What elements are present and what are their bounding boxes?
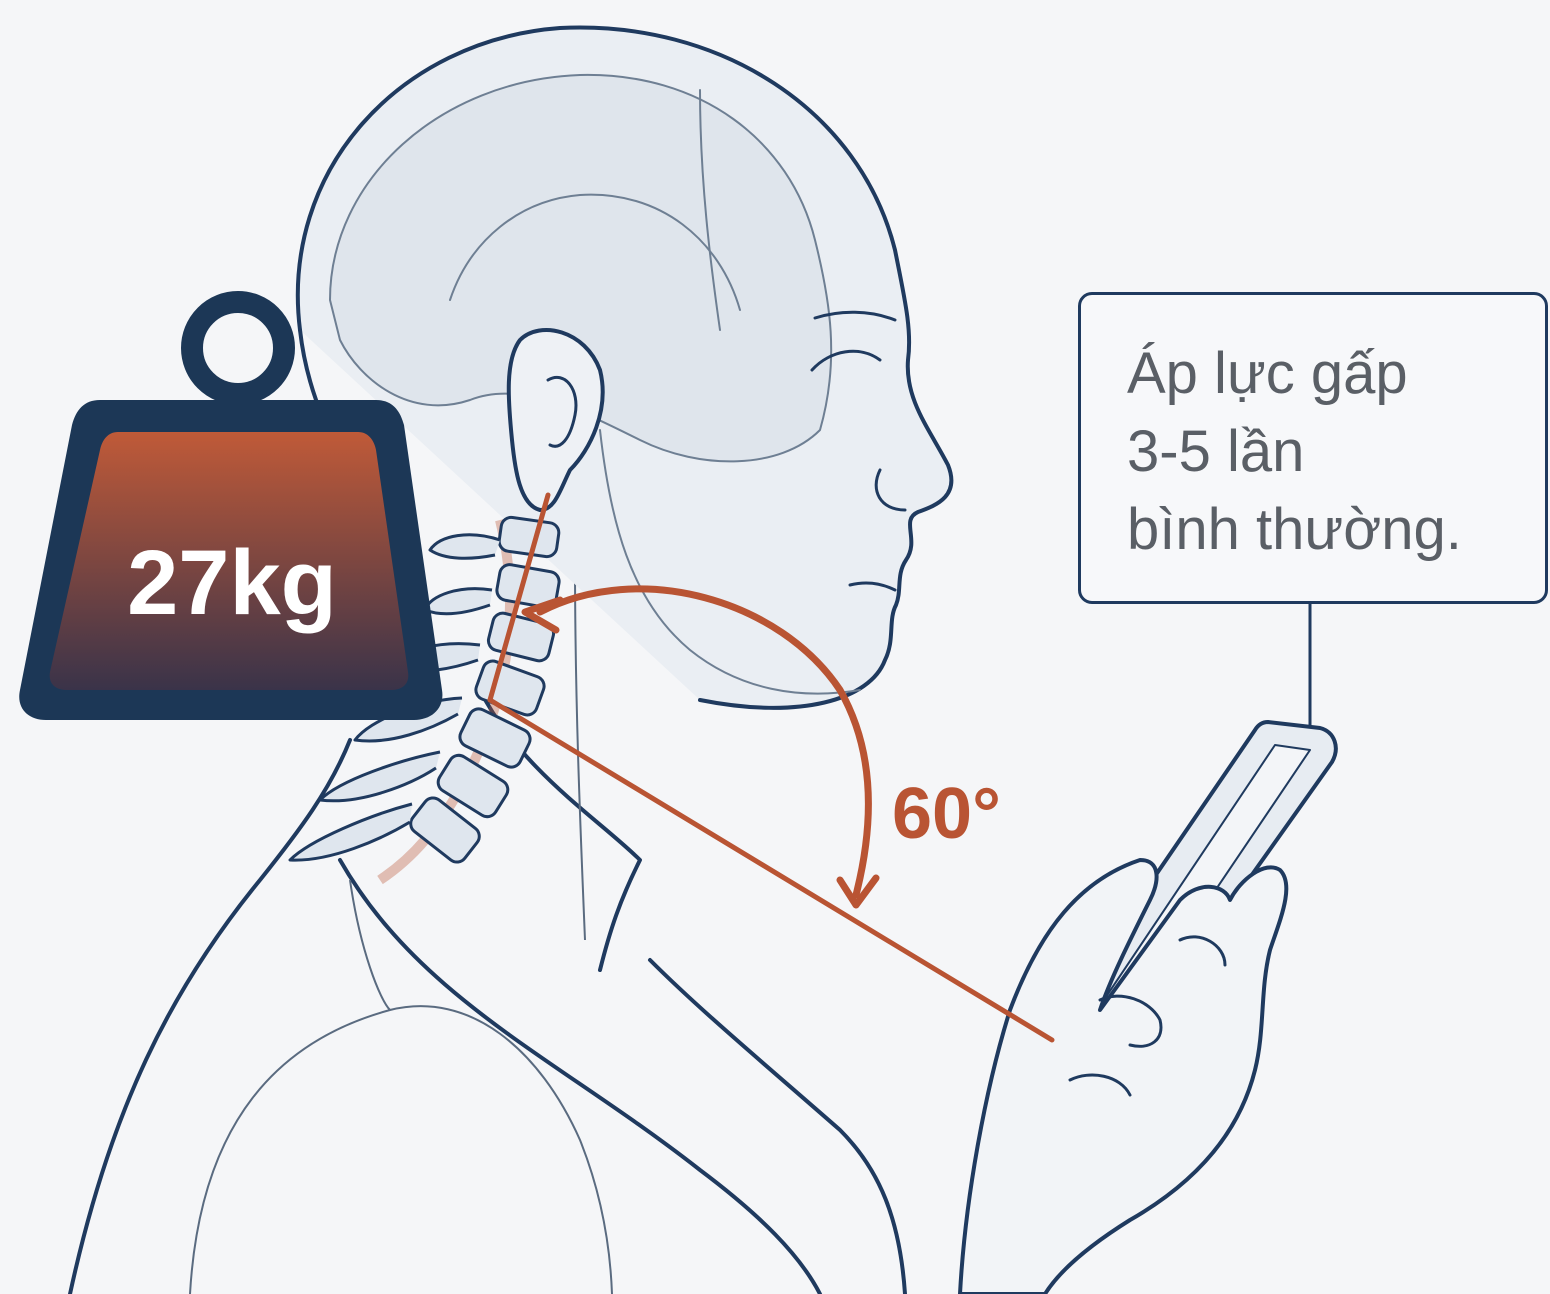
hand-outline — [960, 860, 1286, 1294]
callout-box: Áp lực gấp 3-5 lần bình thường. — [1078, 292, 1548, 604]
callout-line-2: 3-5 lần — [1127, 413, 1545, 491]
callout-line-3: bình thường. — [1127, 491, 1545, 569]
weight-label: 27kg — [127, 532, 337, 634]
angle-label: 60° — [892, 774, 1001, 854]
callout-line-1: Áp lực gấp — [1127, 335, 1545, 413]
